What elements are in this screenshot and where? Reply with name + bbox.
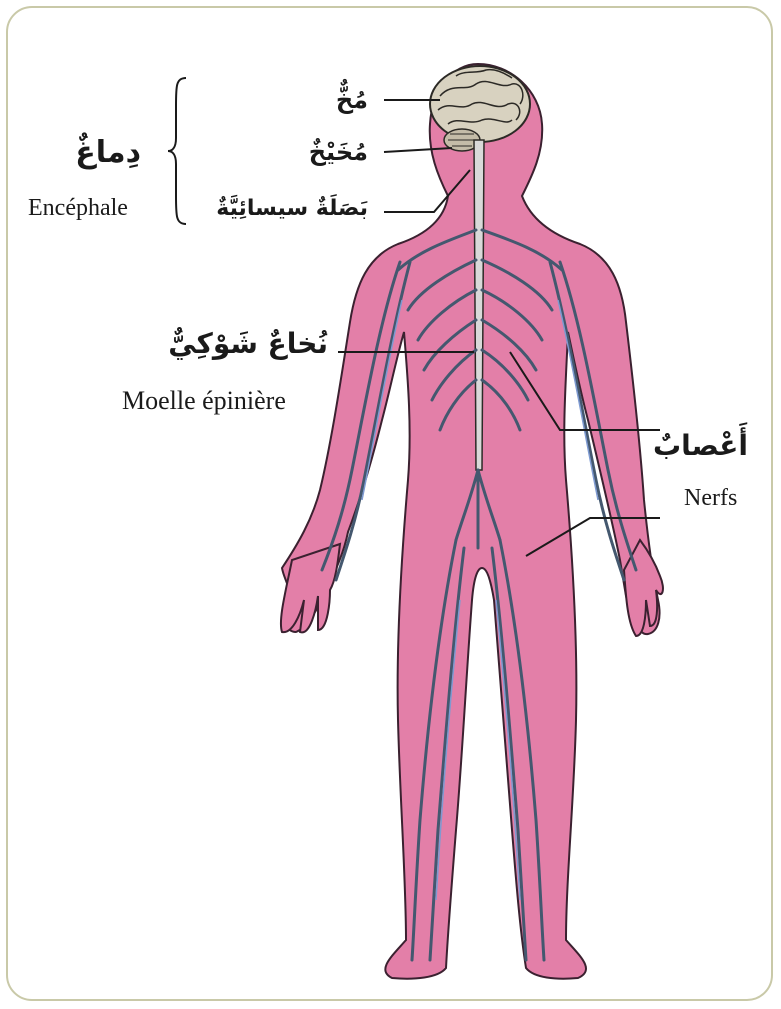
encephale-label-ar: دِماغٌ (75, 138, 141, 168)
cerebellum-label: مُخَيْخٌ (309, 140, 368, 164)
nerves-label-fr: Nerfs (684, 486, 737, 510)
encephale-brace (166, 76, 188, 226)
spinal-cord (474, 140, 484, 470)
nerves-label-ar: أَعْصابٌ (653, 432, 748, 460)
medulla-label: بَصَلَةٌ سيسائِيَّةٌ (216, 198, 368, 220)
spinal-cord-label-ar: نُخاعٌ شَوْكِيٌّ (168, 330, 328, 358)
spinal-cord-label-fr: Moelle épinière (122, 388, 286, 414)
encephale-label-fr: Encéphale (28, 196, 128, 220)
brain-label: مُخٌّ (336, 88, 368, 112)
